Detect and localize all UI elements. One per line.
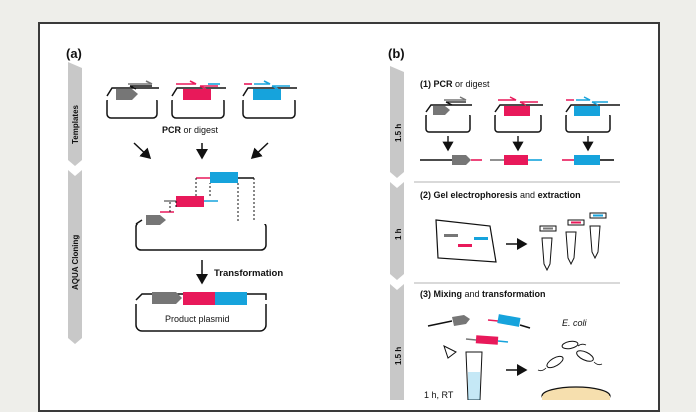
step1-title: (1) PCR or digest xyxy=(420,79,490,89)
step3-title: (3) Mixing and transformation xyxy=(420,289,546,299)
transformation-label: Transformation xyxy=(214,268,283,279)
step3-duration: 1.5 h xyxy=(394,347,403,365)
pcr-or-digest-caption-a: PCR or digest xyxy=(162,125,219,135)
step1-arrows xyxy=(442,136,594,152)
panel-a-side-band: Templates AQUA Cloning xyxy=(68,62,82,344)
step2-title: (2) Gel electrophoresis and extraction xyxy=(420,190,581,200)
agar-plate xyxy=(541,386,611,400)
panel-b-label: (b) xyxy=(388,46,405,61)
template-plasmid-cyan xyxy=(241,80,297,119)
extraction-tubes xyxy=(539,212,607,272)
figure-canvas: (a) Templates AQUA Cloning PC xyxy=(66,46,620,400)
mixing-tube xyxy=(443,345,483,400)
aqua-cloning-band-label: AQUA Cloning xyxy=(71,235,80,290)
ecoli-label: E. coli xyxy=(562,318,588,328)
product-plasmid-label: Product plasmid xyxy=(165,314,230,324)
gel-slab xyxy=(435,219,497,263)
incubation-time-label: 1 h, RT xyxy=(424,390,454,400)
step3-fragments xyxy=(427,314,531,345)
panel-a-label: (a) xyxy=(66,46,82,61)
aqua-assembly xyxy=(134,172,268,251)
templates-band-label: Templates xyxy=(71,104,80,144)
template-plasmid-magenta xyxy=(170,80,226,119)
panel-b-side-band: 1.5 h 1 h 1.5 h xyxy=(390,66,404,400)
step2-duration: 1 h xyxy=(394,228,403,240)
step1-templates xyxy=(424,96,620,133)
template-plasmid-gray xyxy=(105,80,159,119)
step1-duration: 1.5 h xyxy=(394,124,403,142)
assembly-arrows xyxy=(133,142,269,160)
product-plasmid: Product plasmid xyxy=(134,292,268,332)
ecoli-cells xyxy=(537,340,603,372)
step1-products xyxy=(420,155,614,165)
